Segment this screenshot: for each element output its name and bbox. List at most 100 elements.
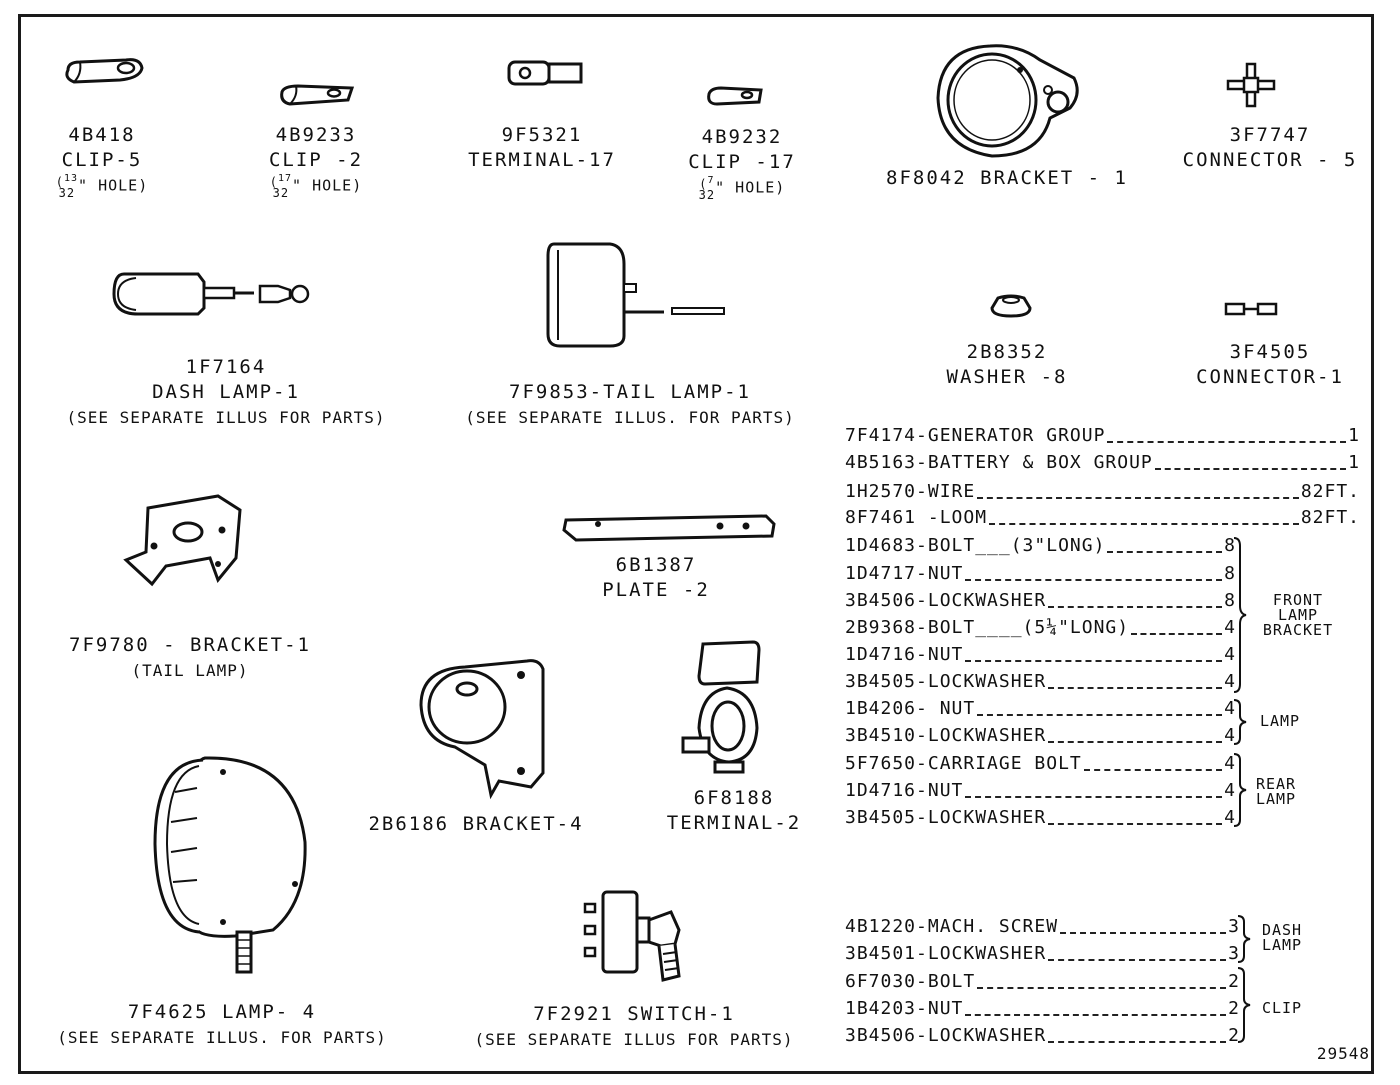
part-code: 6F7030-BOLT	[845, 971, 976, 992]
part-name: CLIP -17	[688, 151, 796, 173]
part-code: 3B4506-LOCKWASHER	[845, 1025, 1047, 1046]
part-number: 6B1387	[615, 554, 697, 576]
part-number: 3F7747	[1229, 124, 1311, 146]
part-quantity: 4	[1224, 644, 1236, 665]
part-code: 1B4206- NUT	[845, 698, 976, 719]
part-quantity: 3	[1228, 943, 1240, 964]
leader-line	[1084, 769, 1222, 771]
part-name: CONNECTOR-1	[1196, 366, 1344, 388]
brace-front-lamp-bracket	[1233, 537, 1247, 693]
part-number: 8F8042	[886, 167, 967, 189]
terminal-2-label: 6F8188 TERMINAL-2	[667, 786, 801, 836]
brace-dash-lamp	[1237, 915, 1251, 963]
bracket-8f8042-label: 8F8042 BRACKET - 1	[886, 166, 1128, 191]
part-number: 9F5321	[501, 124, 583, 146]
part-code: 1H2570-WIRE	[845, 481, 976, 502]
part-quantity: 82FT.	[1300, 507, 1360, 528]
part-number: 1F7164	[185, 356, 267, 378]
part-code: 3B4510-LOCKWASHER	[845, 725, 1047, 746]
part-quantity: 1	[1348, 425, 1360, 446]
parts-list-row: 3B4506-LOCKWASHER 8	[845, 587, 1236, 614]
leader-line	[989, 523, 1299, 525]
tail-lamp-bracket-label: 7F9780 - BRACKET-1 (TAIL LAMP)	[69, 633, 311, 683]
part-code: 4B5163-BATTERY & BOX GROUP	[845, 452, 1153, 473]
brace-rear-lamp	[1233, 753, 1247, 827]
parts-list-row: 1H2570-WIRE 82FT.	[845, 478, 1360, 505]
part-note: (SEE SEPARATE ILLUS. FOR PARTS)	[465, 408, 795, 427]
part-number: 7F9780	[69, 634, 150, 656]
part-number: 4B9233	[275, 124, 357, 146]
tail-lamp-bracket-drawing	[123, 494, 242, 587]
part-number: 7F4625	[127, 1001, 209, 1023]
leader-line	[1048, 606, 1222, 608]
leader-line	[1048, 741, 1222, 743]
group-label-lamp: LAMP	[1259, 712, 1301, 730]
dash-lamp-label: 1F7164 DASH LAMP-1 (SEE SEPARATE ILLUS F…	[67, 355, 386, 430]
part-name: TERMINAL-2	[666, 812, 802, 834]
part-code: 7F4174-GENERATOR GROUP	[845, 425, 1106, 446]
leader-line	[965, 579, 1222, 581]
part-code: 1D4716-NUT	[845, 780, 964, 801]
leader-line	[1048, 1041, 1226, 1043]
part-code: 5F7650-CARRIAGE BOLT	[845, 753, 1082, 774]
part-name: CLIP-5	[61, 149, 143, 171]
parts-list-row: 1D4683-BOLT___(3"LONG)8	[845, 532, 1236, 559]
connector-1-label: 3F4505 CONNECTOR-1	[1196, 340, 1344, 390]
part-code: 2B9368-BOLT____(5¼"LONG)	[845, 617, 1130, 638]
part-code: 3B4506-LOCKWASHER	[845, 590, 1047, 611]
figure-number: 29548	[1316, 1044, 1370, 1063]
part-quantity: 4	[1224, 671, 1236, 692]
part-name: LAMP- 4	[222, 1001, 317, 1023]
part-quantity: 3	[1228, 916, 1240, 937]
part-code: 1D4683-BOLT___(3"LONG)	[845, 535, 1106, 556]
part-name: WASHER -8	[946, 366, 1068, 388]
part-quantity: 82FT.	[1300, 481, 1360, 502]
parts-list-row: 1D4716-NUT 4	[845, 777, 1236, 804]
terminal-2-drawing	[681, 640, 761, 774]
part-number: 4B9232	[701, 126, 783, 148]
lamp-4-drawing	[153, 756, 307, 974]
part-quantity: 4	[1224, 807, 1236, 828]
connector-5-drawing	[1226, 62, 1276, 108]
part-quantity: 8	[1224, 590, 1236, 611]
group-label-clip: CLIP	[1261, 999, 1303, 1017]
part-number: 4B418	[68, 124, 136, 146]
part-name: BRACKET-4	[462, 813, 584, 835]
bracket-8f8042-drawing	[936, 44, 1079, 158]
leader-line	[1131, 633, 1222, 635]
terminal-17-label: 9F5321 TERMINAL-17	[468, 123, 616, 173]
part-number: 2B8352	[966, 341, 1048, 363]
switch-label: 7F2921 SWITCH-1 (SEE SEPARATE ILLUS FOR …	[475, 1002, 794, 1052]
part-note: (TAIL LAMP)	[131, 661, 249, 680]
clip-17-drawing	[707, 86, 763, 106]
connector-1-drawing	[1224, 302, 1278, 316]
leader-line	[977, 714, 1222, 716]
part-name: SWITCH-1	[627, 1003, 735, 1025]
part-quantity: 2	[1228, 998, 1240, 1019]
leader-line	[1107, 551, 1222, 553]
leader-line	[1107, 441, 1346, 443]
part-name: PLATE -2	[602, 579, 710, 601]
part-code: 1D4717-NUT	[845, 563, 964, 584]
group-label-rear-lamp: REAR LAMP	[1255, 775, 1297, 808]
group-label-dash-lamp: DASH LAMP	[1261, 921, 1303, 954]
leader-line	[965, 1014, 1226, 1016]
part-code: 4B1220-MACH. SCREW	[845, 916, 1059, 937]
part-name: TAIL LAMP-1	[603, 381, 751, 403]
part-code: 1D4716-NUT	[845, 644, 964, 665]
part-name: CLIP -2	[268, 149, 364, 171]
part-quantity: 1	[1348, 452, 1360, 473]
leader-line	[965, 660, 1222, 662]
part-quantity: 4	[1224, 780, 1236, 801]
leader-line	[977, 987, 1226, 989]
bracket-2b6186-label: 2B6186 BRACKET-4	[368, 812, 583, 837]
